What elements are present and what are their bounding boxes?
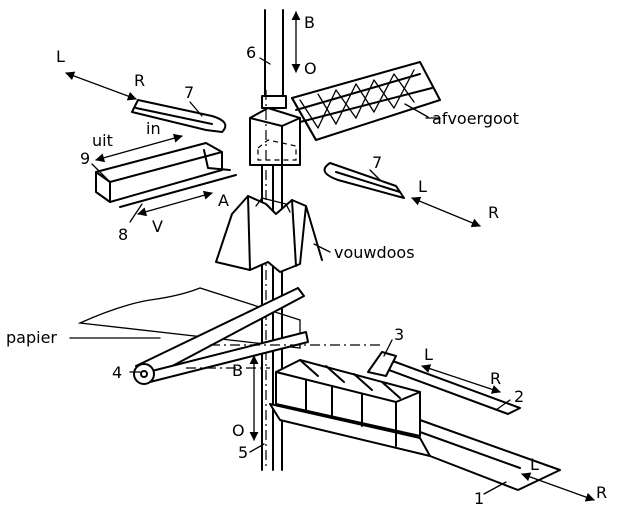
letter-R-bottom: R [596, 483, 607, 502]
paper-sheet [77, 287, 301, 349]
label-uit: uit [92, 131, 113, 150]
shelf-7-right [323, 162, 405, 199]
leader-lines [69, 57, 511, 495]
pusher-3 [367, 351, 397, 377]
label-in: in [146, 119, 161, 138]
letter-R-mid-right: R [488, 203, 499, 222]
letter-R-top-left: R [134, 71, 145, 90]
arrow-A-V [137, 190, 213, 217]
number-9: 9 [80, 149, 90, 168]
guide-block [249, 107, 301, 166]
afvoergoot-gutter [291, 61, 441, 141]
upper-rod-6 [261, 9, 287, 109]
number-6: 6 [246, 43, 256, 62]
letter-R-rail2: R [490, 369, 501, 388]
arrow-L-R-rail2 [421, 364, 501, 394]
number-7-right: 7 [372, 153, 382, 172]
number-3: 3 [394, 325, 404, 344]
number-4: 4 [112, 363, 122, 382]
number-2: 2 [514, 387, 524, 406]
stacked-boxes [269, 359, 431, 457]
number-7-left: 7 [184, 83, 194, 102]
arrow-L-R-bottom [521, 472, 595, 502]
label-afvoergoot: afvoergoot [432, 109, 519, 128]
shelf-7-left [131, 99, 227, 133]
number-5: 5 [238, 443, 248, 462]
letter-O-top: O [304, 59, 317, 78]
letter-L-top-left: L [56, 47, 65, 66]
label-vouwdoos: vouwdoos [334, 243, 415, 262]
letter-L-rail2: L [424, 345, 433, 364]
number-8: 8 [118, 225, 128, 244]
letter-O-bottom: O [232, 421, 245, 440]
arrow-L-R-top-left [65, 71, 137, 101]
letter-V: V [152, 217, 163, 236]
label-papier: papier [6, 328, 57, 347]
letter-B-top: B [304, 13, 315, 32]
vouwdoos-folding-box [215, 195, 323, 273]
arrow-L-R-right [411, 196, 481, 228]
slide-8-9 [95, 142, 237, 208]
arrow-uit-in [95, 133, 183, 163]
letter-A: A [218, 191, 229, 210]
letter-L-bottom: L [530, 455, 539, 474]
letter-L-mid-right: L [418, 177, 427, 196]
number-1: 1 [474, 489, 484, 508]
letter-B-bottom: B [232, 361, 243, 380]
